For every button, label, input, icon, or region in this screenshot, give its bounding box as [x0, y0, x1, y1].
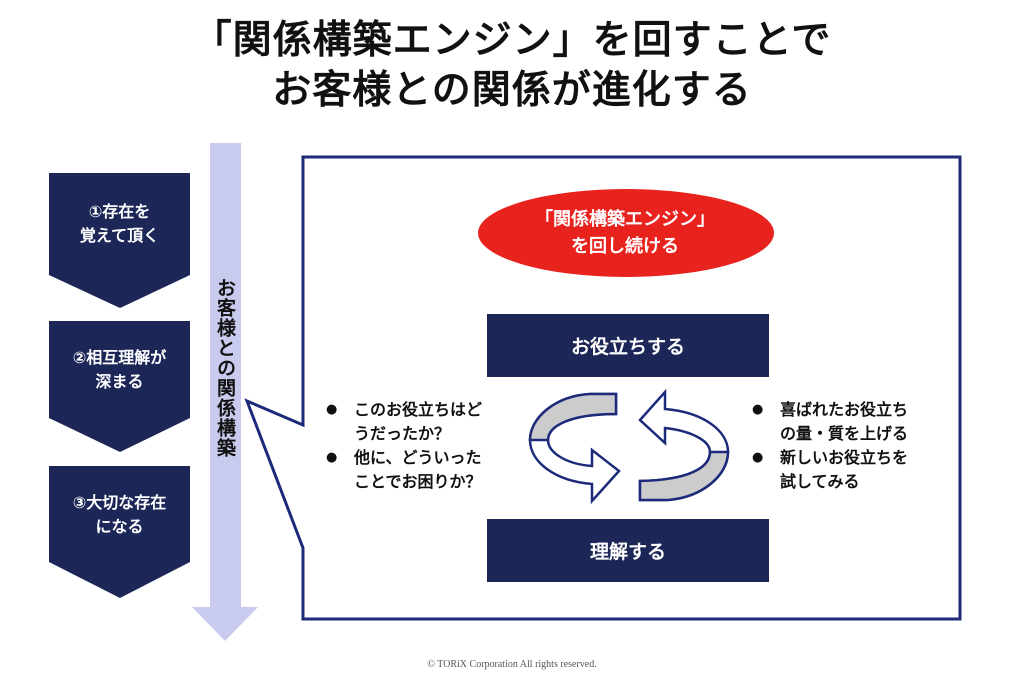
left-bullet-list: このお役立ちはど うだったか？ 他に、どういった ことでお困りか？	[326, 398, 526, 494]
right-bullet-item: 新しいお役立ちを 試してみる	[752, 446, 952, 494]
step-3-label: ③大切な存在 になる	[49, 479, 190, 551]
left-bullet-item: このお役立ちはど うだったか？	[326, 398, 526, 446]
step-2-line-2: 深まる	[95, 372, 144, 391]
right-bullet-2-line-1: 新しいお役立ちを	[780, 448, 909, 467]
left-bullet-item: 他に、どういった ことでお困りか？	[326, 446, 526, 494]
step-1-line-1: ①存在を	[88, 202, 151, 221]
engine-label: 「関係構築エンジン」 を回し続ける	[480, 206, 770, 260]
step-chevron-1	[49, 173, 190, 308]
engine-line-1: 「関係構築エンジン」	[535, 209, 715, 230]
step-2-label: ②相互理解が 深まる	[49, 334, 190, 406]
top-box-label: お役立ちする	[570, 336, 685, 358]
vertical-arrow	[192, 143, 258, 641]
engine-line-2: を回し続ける	[571, 236, 679, 257]
callout-frame	[244, 155, 962, 621]
title-line-2: お客様との関係が進化する	[272, 68, 752, 113]
engine-oval	[478, 189, 774, 277]
right-bullet-list: 喜ばれたお役立ち の量・質を上げる 新しいお役立ちを 試してみる	[752, 398, 952, 494]
right-bullet-2-line-2: 試してみる	[780, 472, 860, 491]
step-1-line-2: 覚えて頂く	[79, 226, 160, 245]
cycle-arrow-right-band	[638, 450, 730, 502]
step-chevron-3	[49, 466, 190, 598]
copyright-notice: © TORiX Corporation All rights reserved.	[427, 659, 597, 670]
top-box	[487, 314, 769, 377]
right-bullet-1-line-2: の量・質を上げる	[780, 424, 909, 443]
bottom-box-label: 理解する	[589, 541, 666, 563]
left-bullet-2-line-1: 他に、どういった	[354, 448, 482, 467]
bottom-box	[487, 519, 769, 582]
step-chevron-2	[49, 321, 190, 452]
right-bullet-item: 喜ばれたお役立ち の量・質を上げる	[752, 398, 952, 446]
title-line-1: 「関係構築エンジン」を回すことで	[192, 18, 832, 63]
right-bullet-1-line-1: 喜ばれたお役立ち	[780, 400, 909, 419]
page-title: 「関係構築エンジン」を回すことで お客様との関係が進化する	[0, 16, 1024, 116]
step-3-line-2: になる	[95, 517, 144, 536]
step-3-line-1: ③大切な存在	[72, 493, 167, 512]
left-bullet-1-line-1: このお役立ちはど	[354, 400, 483, 419]
left-bullet-2-line-2: ことでお困りか？	[354, 472, 482, 491]
cycle-arrow-left-band	[528, 392, 618, 442]
relationship-label: お客様との関係構築	[214, 278, 236, 458]
left-bullet-1-line-2: うだったか？	[354, 424, 451, 443]
step-1-label: ①存在を 覚えて頂く	[49, 186, 190, 262]
step-2-line-1: ②相互理解が	[72, 348, 167, 367]
